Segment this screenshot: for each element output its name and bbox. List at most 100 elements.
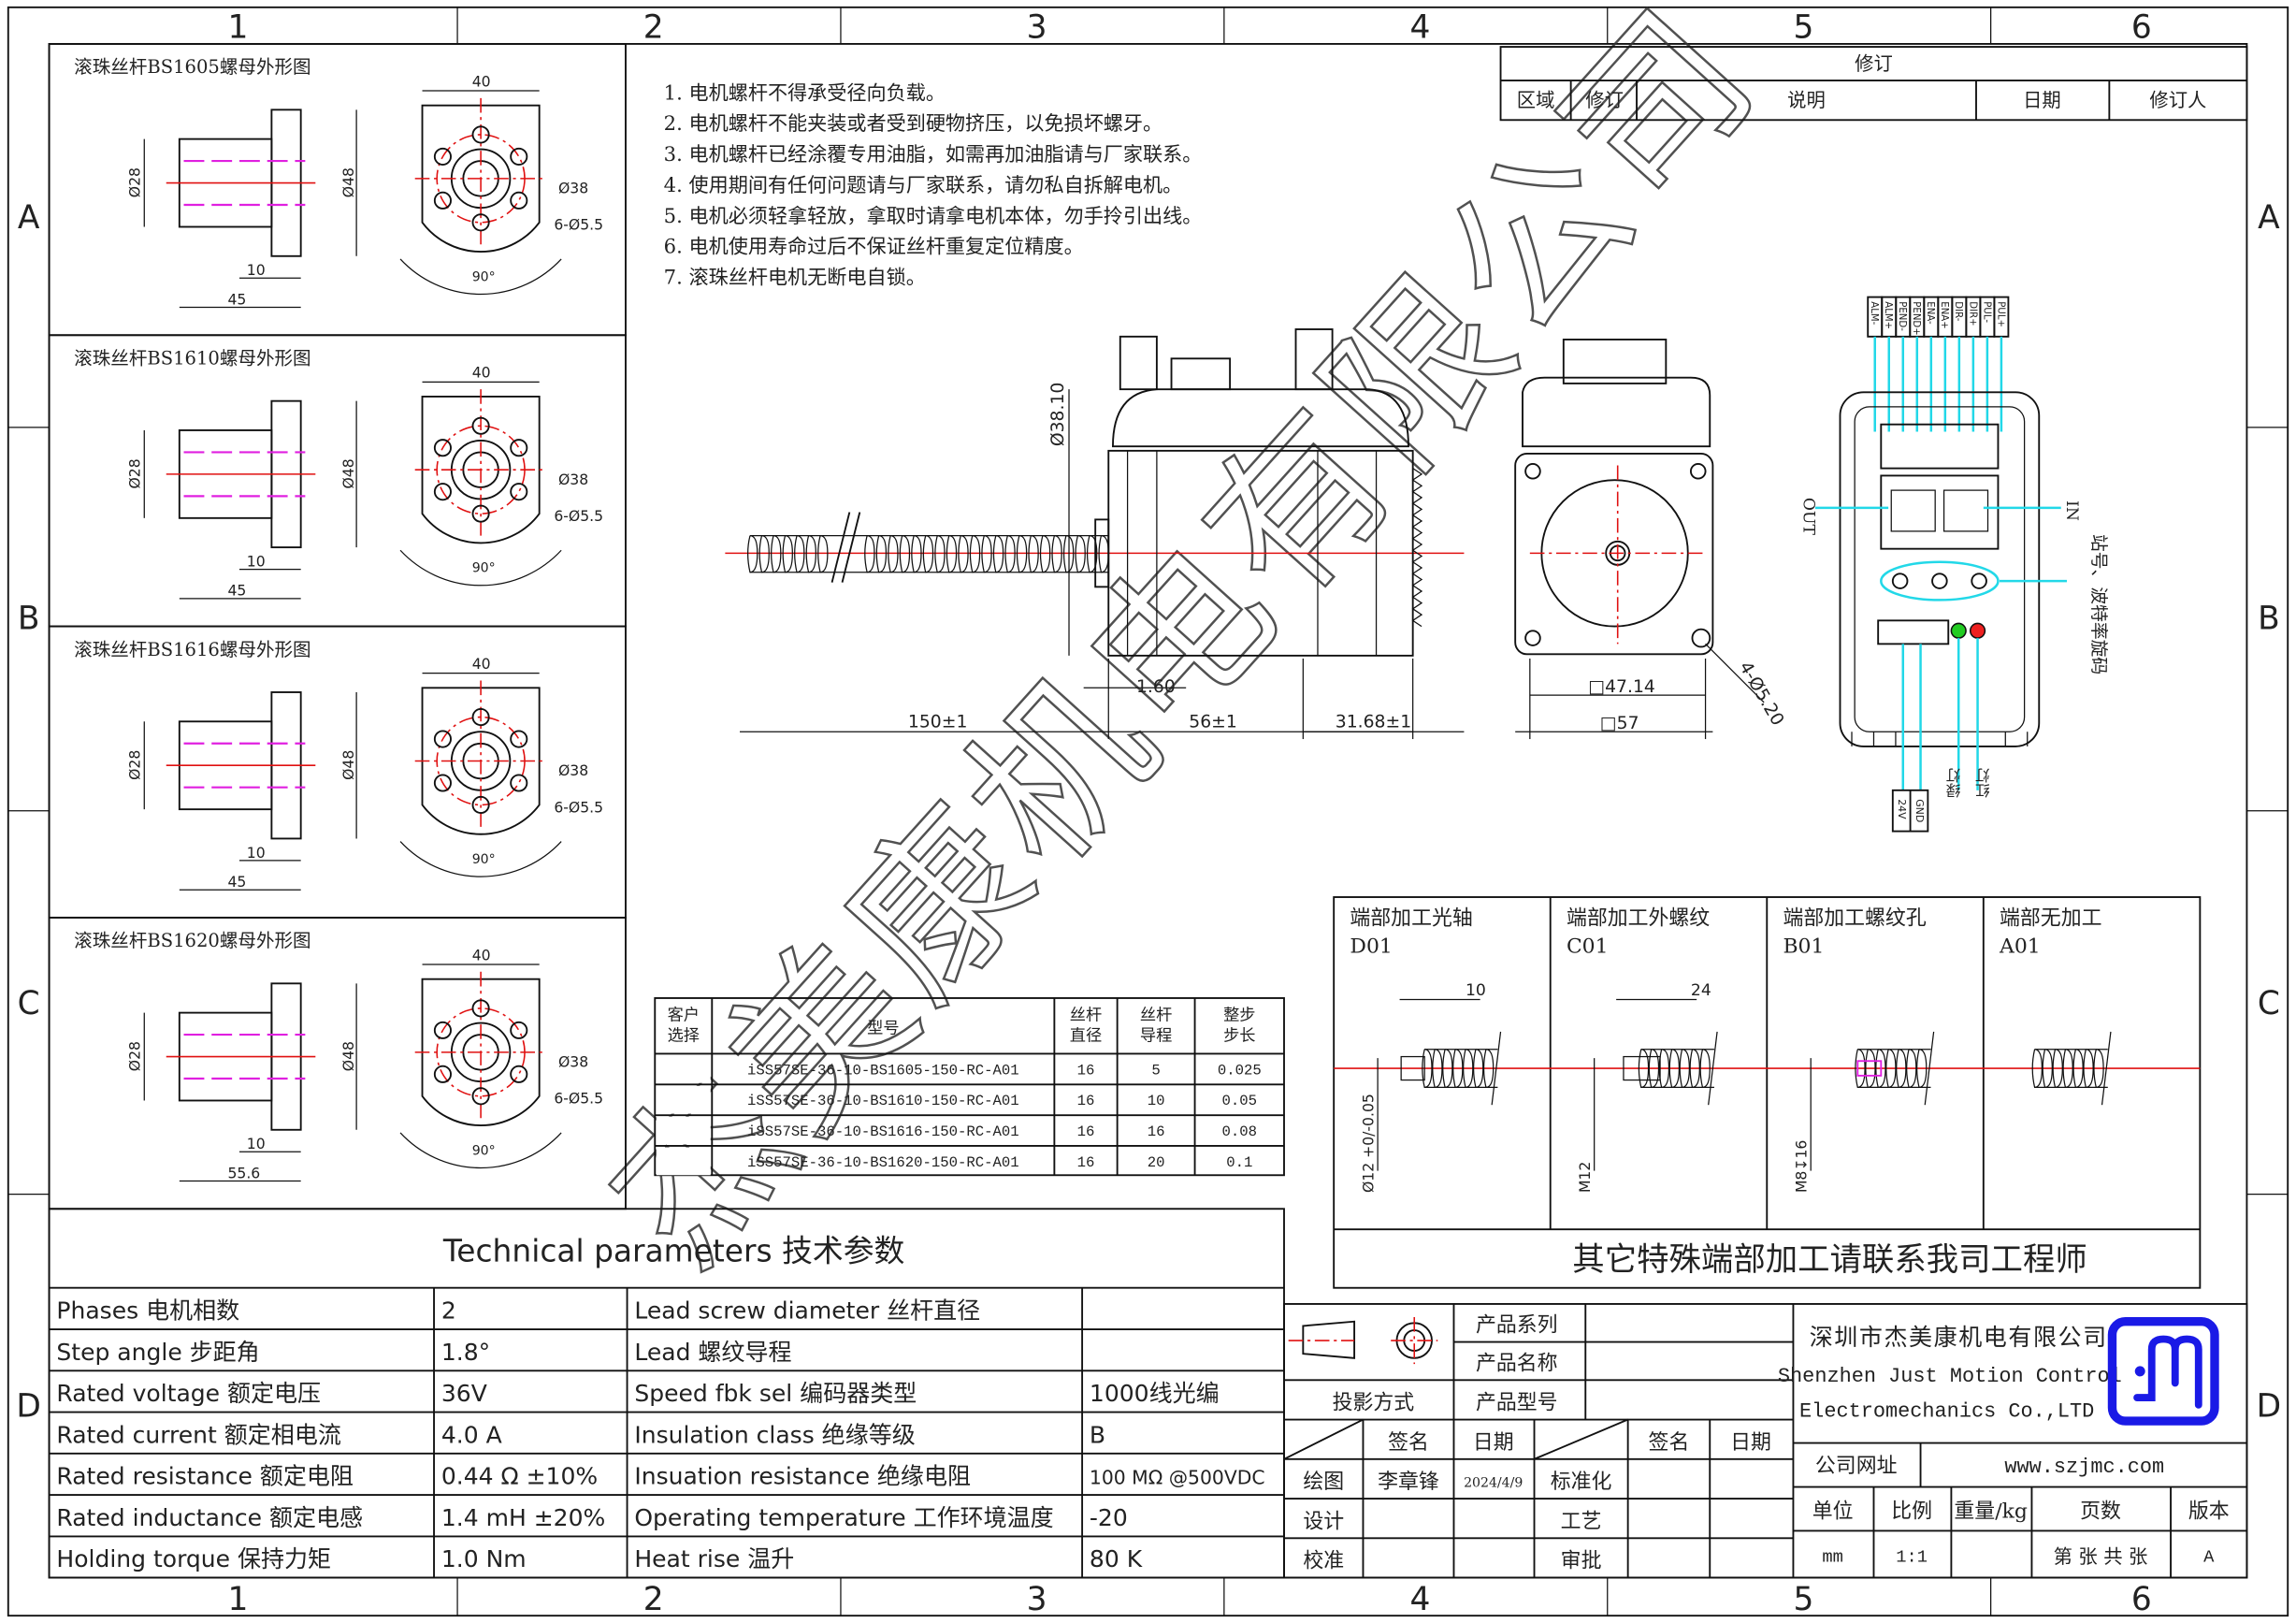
tech-param-label: Step angle 步距角 xyxy=(56,1339,259,1366)
model-table-header: 丝杆导程 xyxy=(1139,1005,1173,1046)
mount-hole xyxy=(433,439,452,457)
end-option-title: 端部加工光轴 xyxy=(1350,907,1472,931)
screw-thread xyxy=(922,534,934,573)
customer-select-cell[interactable] xyxy=(656,1147,711,1176)
dim-flange-dia: Ø48 xyxy=(339,1041,357,1071)
zone-column-label: 1 xyxy=(227,1581,248,1618)
dim-angle: 90° xyxy=(472,1143,496,1158)
dim-holes: 6-Ø5.5 xyxy=(554,1090,603,1108)
customer-select-cell[interactable] xyxy=(656,1085,711,1114)
mount-hole xyxy=(510,483,528,501)
mount-hole xyxy=(510,439,528,457)
dim-driver-length: 31.68±1 xyxy=(1336,713,1411,732)
process-label: 工艺 xyxy=(1561,1510,1602,1533)
power-label-24v: 24V xyxy=(1896,799,1908,819)
dim-shaft-dia: Ø38.10 xyxy=(1048,383,1068,447)
nut-panel-title: 滚珠丝杆BS1620螺母外形图 xyxy=(74,930,310,951)
revision-title: 修订 xyxy=(1855,52,1893,75)
mount-hole xyxy=(510,147,528,166)
projection-label: 投影方式 xyxy=(1333,1392,1415,1415)
zone-row-label: C xyxy=(2258,985,2280,1022)
screw-thread xyxy=(805,534,816,573)
model-table-cell: 5 xyxy=(1151,1062,1160,1079)
screw-thread xyxy=(899,534,911,573)
dim-flange-length: 10 xyxy=(247,1135,266,1152)
note-item: 3. 电机螺杆已经涂覆专用油脂，如需再加油脂请与厂家联系。 xyxy=(664,142,1203,166)
tech-param-value: 80 K xyxy=(1090,1545,1143,1572)
dim-width: 40 xyxy=(472,364,491,382)
nut-panel-title: 滚珠丝杆BS1610螺母外形图 xyxy=(74,348,310,370)
led-green-label: 绿灯 xyxy=(1945,767,1963,798)
customer-select-cell[interactable] xyxy=(656,1054,711,1083)
website-link[interactable]: www.szjmc.com xyxy=(2004,1456,2164,1479)
customer-select-cell[interactable] xyxy=(656,1116,711,1145)
screw-thread xyxy=(1689,1049,1700,1089)
signal-label: PEND+ xyxy=(1911,301,1921,335)
mount-hole xyxy=(433,147,452,166)
driver-housing xyxy=(1112,388,1409,448)
model-table-cell: 20 xyxy=(1148,1154,1165,1171)
signal-label: PEND- xyxy=(1897,301,1907,331)
company-name-en-1: Shenzhen Just Motion Control xyxy=(1778,1365,2122,1388)
mount-hole xyxy=(510,774,528,792)
tech-param-value: 1000线光编 xyxy=(1090,1380,1220,1407)
website-label: 公司网址 xyxy=(1815,1455,1898,1478)
revision-header: 修订 xyxy=(1585,89,1624,111)
zone-row-label: B xyxy=(2258,601,2280,638)
revision-header: 区域 xyxy=(1517,89,1555,111)
tech-param-value: 4.0 A xyxy=(441,1421,502,1448)
signal-label: ALM- xyxy=(1869,301,1879,325)
screw-thread xyxy=(1668,1049,1681,1089)
dim-holes: 6-Ø5.5 xyxy=(554,798,603,816)
tech-param-value: 1.0 Nm xyxy=(441,1545,527,1572)
screw-thread xyxy=(888,534,899,573)
zone-column-label: 4 xyxy=(1410,9,1431,47)
version-value: A xyxy=(2203,1546,2215,1567)
screw-thread xyxy=(1422,1049,1433,1089)
model-table-cell: 0.025 xyxy=(1218,1062,1262,1079)
screw-thread xyxy=(1482,1049,1495,1089)
screw-thread xyxy=(1865,1049,1876,1089)
model-table-cell: 16 xyxy=(1077,1062,1095,1079)
model-table-cell: 16 xyxy=(1077,1093,1095,1109)
screw-thread xyxy=(1062,534,1075,573)
product-name-label: 产品名称 xyxy=(1476,1352,1558,1375)
scale-label: 比例 xyxy=(1891,1500,1932,1523)
dim-flange-length: 10 xyxy=(247,552,266,570)
screw-thread xyxy=(771,534,782,573)
model-table-header-wrap: 客户选择 xyxy=(655,998,712,1053)
screw-thread xyxy=(946,534,958,573)
dim-flange-dia: Ø48 xyxy=(339,750,357,780)
revision-table: 修订 区域 修订 说明 日期 修订人 xyxy=(1499,46,2248,122)
screw-thread xyxy=(1679,1049,1690,1089)
tech-param-label: Lead 螺纹导程 xyxy=(634,1339,791,1366)
tech-param-label: Speed fbk sel 编码器类型 xyxy=(634,1380,917,1407)
signal-label: ENA- xyxy=(1925,301,1935,325)
tech-param-label: Rated inductance 额定电感 xyxy=(56,1504,363,1531)
model-table-header-cell: 丝杆直径 xyxy=(1070,1006,1102,1045)
screw-thread xyxy=(875,534,888,573)
dim-total-length: 45 xyxy=(227,873,246,891)
title-block: 投影方式 产品系列 产品名称 产品型号 签名 日期 签名 日期 绘图 李章锋 2… xyxy=(1283,1303,2248,1579)
signal-label: DIR+ xyxy=(1967,301,1977,326)
dim-flange-length: 10 xyxy=(247,844,266,862)
dim-step: 1.60 xyxy=(1136,677,1176,697)
product-model-label: 产品型号 xyxy=(1476,1392,1558,1415)
screw-thread xyxy=(864,534,875,573)
dim-width: 40 xyxy=(472,655,491,673)
sign-header: 签名 xyxy=(1649,1431,1690,1455)
drawn-label: 绘图 xyxy=(1303,1471,1344,1494)
note-item: 5. 电机必须轻拿轻放，拿取时请拿电机本体，勿手拎引出线。 xyxy=(664,204,1203,227)
end-processing-footer: 其它特殊端部加工请联系我司工程师 xyxy=(1572,1241,2087,1279)
note-item: 4. 使用期间有任何问题请与厂家联系，请勿私自拆解电机。 xyxy=(664,173,1183,196)
drawn-date: 2024/4/9 xyxy=(1464,1476,1523,1491)
zone-column-label: 4 xyxy=(1410,1581,1431,1618)
company-name-cn: 深圳市杰美康机电有限公司 xyxy=(1810,1324,2108,1351)
design-label: 设计 xyxy=(1303,1510,1344,1533)
screw-thread xyxy=(1098,534,1109,573)
